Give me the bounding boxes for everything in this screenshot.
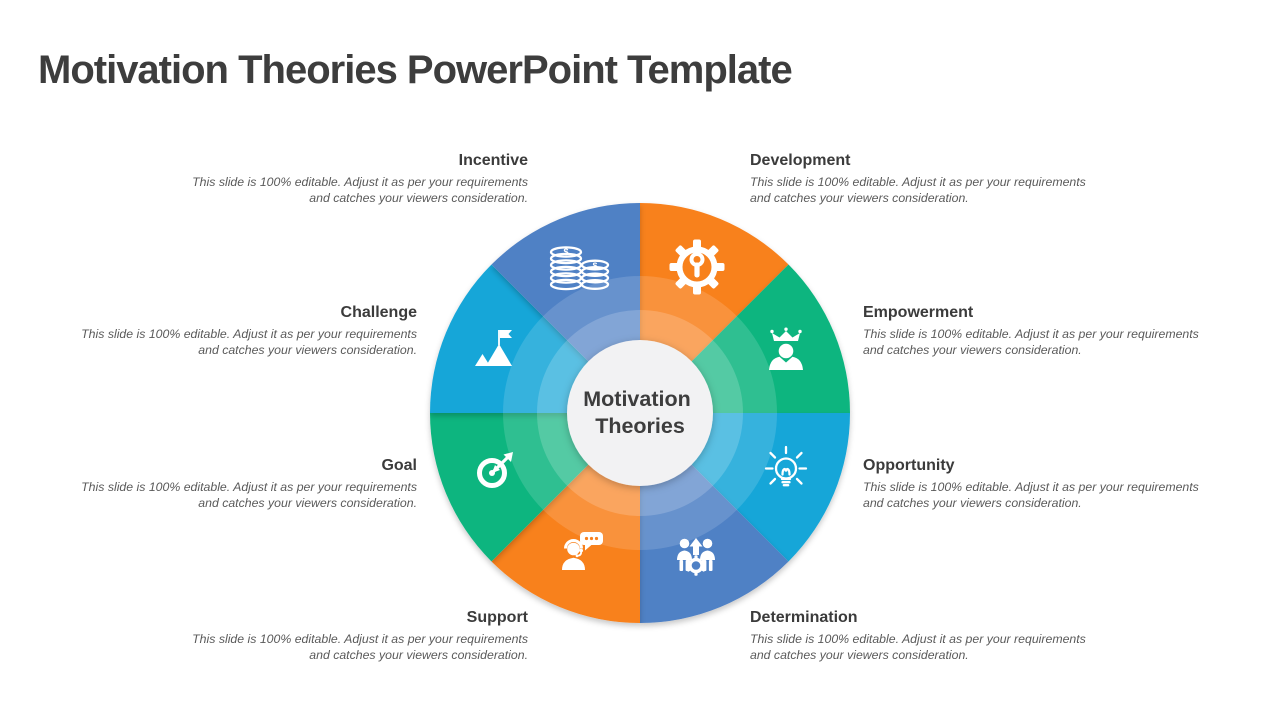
- segment-title: Opportunity: [863, 457, 955, 474]
- segment-description-line1: This slide is 100% editable. Adjust it a…: [81, 480, 417, 494]
- segment-description-line2: and catches your viewers consideration.: [750, 191, 969, 206]
- segment-description-line1: This slide is 100% editable. Adjust it a…: [192, 632, 528, 646]
- target-dart-icon: [477, 452, 513, 488]
- svg-text:$: $: [593, 260, 598, 270]
- segment-description-line1: This slide is 100% editable. Adjust it a…: [863, 327, 1199, 341]
- segment-label-block-goal: Goal This slide is 100% editable. Adjust…: [37, 457, 417, 511]
- hub-circle: [567, 340, 713, 486]
- coins-icon: $ $: [549, 246, 610, 291]
- segment-label-block-empowerment: Empowerment This slide is 100% editable.…: [863, 304, 1263, 358]
- hub-title: Motivation Theories: [583, 387, 696, 438]
- team-gear-icon: [677, 538, 715, 576]
- segment-title: Challenge: [340, 304, 417, 321]
- crown-person-icon: [769, 327, 803, 370]
- segment-description-line2: and catches your viewers consideration.: [198, 343, 417, 358]
- slide-title: Motivation Theories PowerPoint Template: [38, 48, 793, 92]
- segment-description: This slide is 100% editable. Adjust it a…: [750, 631, 1180, 663]
- segment-description: This slide is 100% editable. Adjust it a…: [37, 326, 417, 358]
- segment-description-line2: and catches your viewers consideration.: [863, 343, 1082, 358]
- segment-description-line1: This slide is 100% editable. Adjust it a…: [192, 175, 528, 189]
- segment-description-line2: and catches your viewers consideration.: [309, 648, 528, 663]
- hub-title-line1: Motivation: [583, 387, 691, 411]
- segment-description-line1: This slide is 100% editable. Adjust it a…: [81, 327, 417, 341]
- segment-description: This slide is 100% editable. Adjust it a…: [148, 631, 528, 663]
- lightbulb-icon: [764, 445, 808, 487]
- segment-description: This slide is 100% editable. Adjust it a…: [148, 174, 528, 206]
- hub-title-line2: Theories: [595, 414, 685, 438]
- segment-description: This slide is 100% editable. Adjust it a…: [750, 174, 1170, 206]
- segment-description-line2: and catches your viewers consideration.: [309, 191, 528, 206]
- gear-wrench-icon: [669, 239, 725, 295]
- segment-title: Goal: [381, 457, 417, 474]
- segment-description-line2: and catches your viewers consideration.: [750, 648, 969, 663]
- segment-label-block-opportunity: Opportunity This slide is 100% editable.…: [863, 457, 1263, 511]
- segment-description-line2: and catches your viewers consideration.: [198, 496, 417, 511]
- segment-description-line1: This slide is 100% editable. Adjust it a…: [863, 480, 1199, 494]
- segment-title: Incentive: [458, 152, 528, 169]
- segment-description: This slide is 100% editable. Adjust it a…: [863, 326, 1263, 358]
- segment-label-block-incentive: Incentive This slide is 100% editable. A…: [148, 152, 528, 206]
- segment-description: This slide is 100% editable. Adjust it a…: [863, 479, 1263, 511]
- segment-title: Determination: [750, 609, 858, 626]
- mountain-flag-icon: [475, 330, 512, 366]
- segment-label-block-challenge: Challenge This slide is 100% editable. A…: [37, 304, 417, 358]
- support-agent-icon: [562, 532, 603, 570]
- segment-label-block-support: Support This slide is 100% editable. Adj…: [148, 609, 528, 663]
- segment-title: Support: [466, 609, 528, 626]
- segment-description-line1: This slide is 100% editable. Adjust it a…: [750, 175, 1086, 189]
- segment-description-line1: This slide is 100% editable. Adjust it a…: [750, 632, 1086, 646]
- segment-title: Development: [750, 152, 851, 169]
- segment-label-block-determination: Determination This slide is 100% editabl…: [750, 609, 1180, 663]
- segment-description-line2: and catches your viewers consideration.: [863, 496, 1082, 511]
- segment-description: This slide is 100% editable. Adjust it a…: [37, 479, 417, 511]
- segment-label-block-development: Development This slide is 100% editable.…: [750, 152, 1170, 206]
- segment-title: Empowerment: [863, 304, 974, 321]
- svg-text:$: $: [563, 247, 568, 257]
